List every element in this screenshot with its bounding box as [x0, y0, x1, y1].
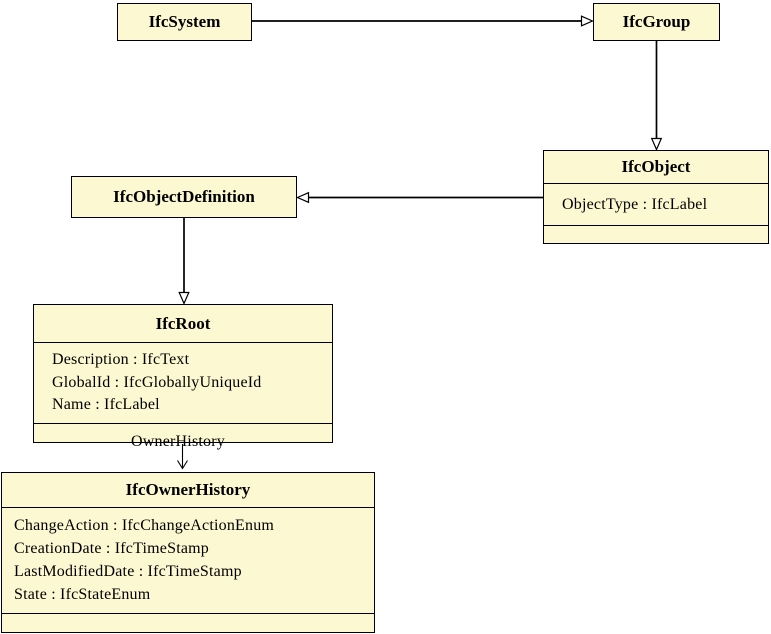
class-box-ifcgroup[interactable]: IfcGroup [593, 3, 720, 41]
class-attribute: ObjectType : IfcLabel [562, 195, 708, 213]
attributes-compartment: ChangeAction : IfcChangeActionEnum Creat… [2, 507, 374, 613]
class-title-ifcgroup: IfcGroup [622, 12, 691, 31]
empty-compartment [34, 423, 332, 442]
class-attribute: GlobalId : IfcGloballyUniqueId [52, 373, 262, 391]
edge-ifcsystem-ifcgroup [252, 15, 595, 27]
class-box-ifcobject[interactable]: IfcObject ObjectType : IfcLabel [543, 150, 769, 244]
edge-ifcobjectdefinition-ifcroot [178, 218, 190, 306]
hollow-triangle-arrowhead-icon [178, 291, 190, 306]
class-box-ifcsystem[interactable]: IfcSystem [117, 3, 252, 41]
edge-ifcgroup-ifcobject [650, 41, 663, 152]
thin-arrowhead-icon [177, 460, 188, 470]
empty-compartment [2, 613, 374, 632]
attributes-compartment: Description : IfcText GlobalId : IfcGlob… [34, 342, 332, 423]
class-box-ifcobjectdefinition[interactable]: IfcObjectDefinition [71, 176, 297, 218]
class-title-ifcobject: IfcObject [621, 157, 691, 176]
class-attribute: ChangeAction : IfcChangeActionEnum [14, 517, 275, 534]
class-title-ifcsystem: IfcSystem [148, 12, 221, 31]
hollow-triangle-arrowhead-icon [580, 15, 595, 27]
class-attribute: Description : IfcText [52, 351, 190, 368]
empty-compartment [544, 225, 768, 243]
class-attribute: Name : IfcLabel [52, 396, 160, 413]
class-box-ifcownerhistory[interactable]: IfcOwnerHistory ChangeAction : IfcChange… [1, 472, 375, 633]
class-title-ifcroot: IfcRoot [155, 313, 211, 333]
class-attribute: CreationDate : IfcTimeStamp [14, 540, 209, 557]
class-title-ifcownerhistory: IfcOwnerHistory [125, 480, 251, 499]
class-title-ifcobjectdefinition: IfcObjectDefinition [113, 187, 255, 206]
hollow-triangle-arrowhead-icon [650, 137, 663, 152]
class-box-ifcroot[interactable]: IfcRoot Description : IfcText GlobalId :… [33, 304, 333, 443]
attributes-compartment: ObjectType : IfcLabel [544, 183, 768, 225]
class-attribute: LastModifiedDate : IfcTimeStamp [14, 563, 242, 580]
edge-label-ownerhistory: OwnerHistory [131, 433, 225, 450]
class-attribute: State : IfcStateEnum [14, 586, 151, 603]
hollow-triangle-arrowhead-icon [295, 191, 310, 204]
edge-ifcobject-ifcobjectdefinition [295, 191, 543, 204]
